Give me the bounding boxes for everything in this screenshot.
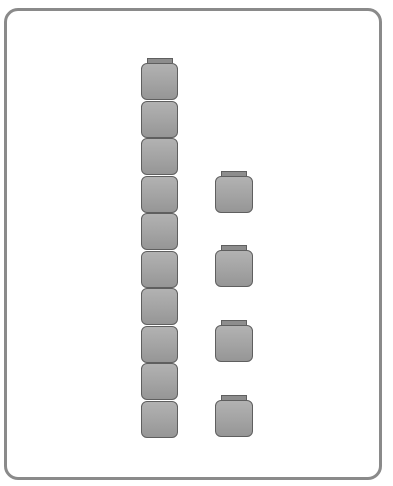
cube-body xyxy=(215,400,253,437)
cube-body xyxy=(215,325,253,362)
tower-cube xyxy=(141,326,178,363)
single-cube xyxy=(215,320,254,363)
single-cube xyxy=(215,245,254,288)
tower-cube xyxy=(141,63,178,100)
card-frame xyxy=(4,8,382,480)
cube-body xyxy=(215,250,253,287)
tower-cube xyxy=(141,213,178,250)
cube-body xyxy=(215,176,253,213)
tower-cube xyxy=(141,176,178,213)
single-cube xyxy=(215,171,254,214)
tower-cube xyxy=(141,101,178,138)
single-cube xyxy=(215,395,254,438)
tower-cube xyxy=(141,251,178,288)
ten-cube-tower xyxy=(141,58,180,438)
tower-cube xyxy=(141,363,178,400)
tower-cube xyxy=(141,138,178,175)
tower-cube xyxy=(141,401,178,438)
tower-cube xyxy=(141,288,178,325)
